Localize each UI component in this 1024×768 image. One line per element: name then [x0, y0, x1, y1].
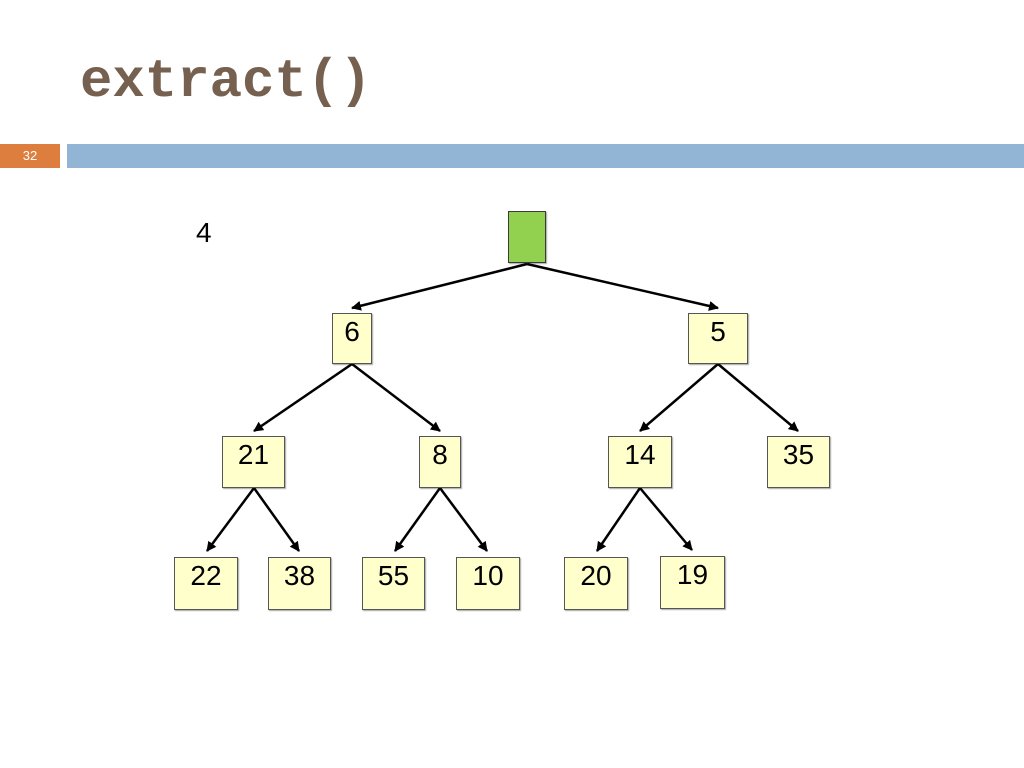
edge-root-6 [351, 262, 528, 311]
node-21: 21 [222, 436, 285, 488]
edge-8-55 [393, 487, 442, 552]
node-6: 6 [332, 313, 372, 364]
node-55: 55 [362, 557, 425, 610]
node-14: 14 [608, 436, 672, 488]
slide-title: extract() [80, 52, 372, 113]
extracted-value: 4 [196, 217, 212, 248]
header-bar [67, 144, 1024, 168]
node-35: 35 [767, 436, 830, 488]
edge-6-8 [351, 363, 441, 432]
edge-14-19 [639, 487, 693, 551]
node-19: 19 [660, 556, 725, 609]
edge-6-21 [253, 362, 353, 433]
edge-5-14 [639, 363, 719, 432]
edge-8-10 [438, 487, 489, 552]
slide-number: 32 [0, 144, 60, 168]
root-node [508, 211, 546, 263]
edge-21-38 [252, 487, 301, 552]
node-8: 8 [419, 436, 461, 488]
node-20: 20 [564, 557, 628, 610]
edge-21-22 [205, 487, 256, 552]
node-5: 5 [688, 313, 748, 364]
edge-14-20 [595, 487, 642, 552]
edge-root-5 [526, 262, 719, 311]
node-10: 10 [456, 557, 520, 610]
node-22: 22 [174, 557, 238, 610]
edge-5-35 [717, 363, 799, 432]
node-38: 38 [268, 557, 331, 610]
